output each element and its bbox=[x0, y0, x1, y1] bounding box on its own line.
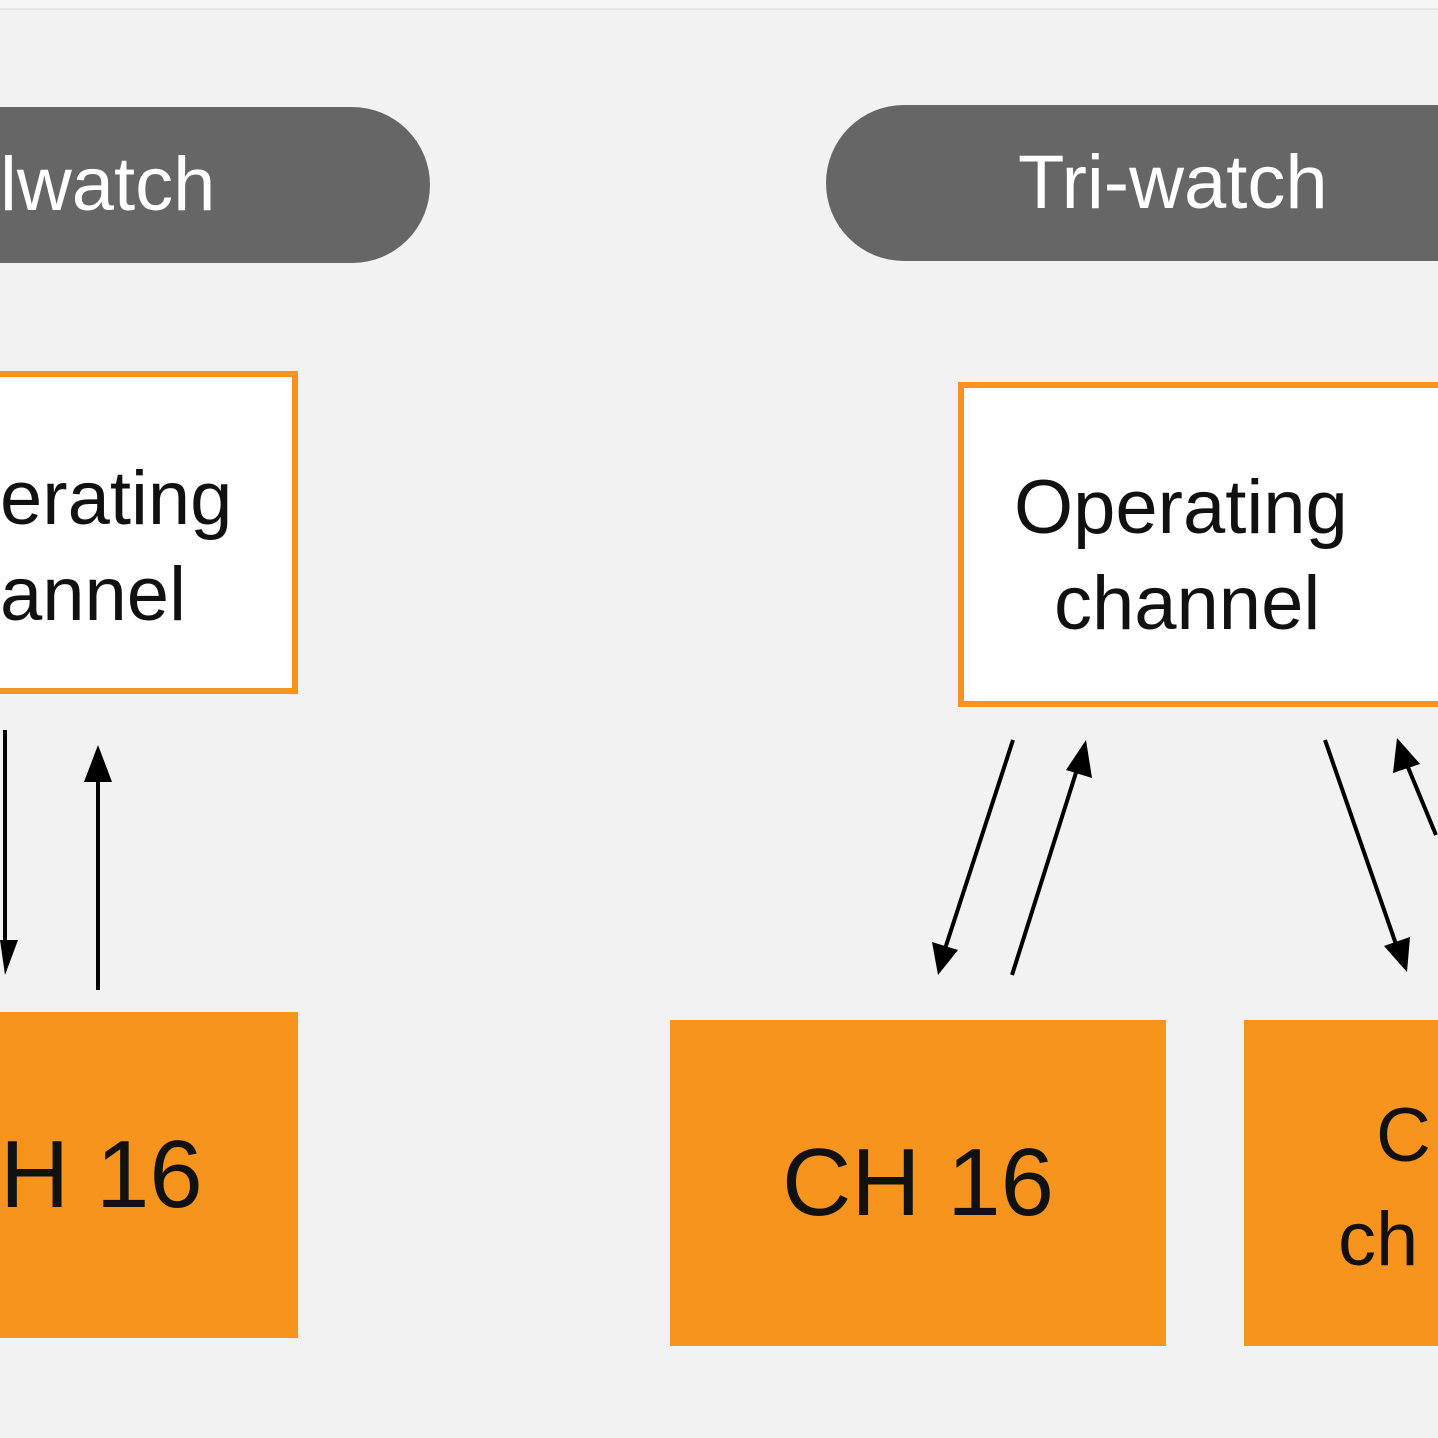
ch16-arrow-down bbox=[941, 739, 1015, 956]
right-operating-line1: Operating bbox=[1014, 465, 1348, 550]
second-channel-line2: ch bbox=[1338, 1197, 1419, 1282]
ch16-arrow-down-head bbox=[932, 942, 958, 975]
second-arrow-up-head bbox=[1393, 738, 1420, 773]
left-operating-channel-box: erating annel bbox=[0, 371, 298, 694]
left-operating-line1: erating bbox=[0, 456, 233, 541]
top-border bbox=[0, 0, 1438, 10]
dualwatch-header: lwatch bbox=[0, 107, 430, 263]
right-operating-line2: channel bbox=[1054, 561, 1321, 646]
right-ch16-box: CH 16 bbox=[670, 1020, 1166, 1346]
second-arrow-down-head bbox=[1384, 937, 1410, 972]
left-arrow-down-head bbox=[0, 940, 18, 975]
right-ch16-label: CH 16 bbox=[781, 1129, 1055, 1236]
second-arrow-up bbox=[1403, 759, 1438, 836]
triwatch-label: Tri-watch bbox=[1018, 140, 1328, 225]
triwatch-header: Tri-watch bbox=[826, 105, 1438, 261]
left-arrow-up-head bbox=[84, 745, 112, 782]
left-ch16-box: H 16 bbox=[0, 1012, 298, 1338]
second-arrow-down bbox=[1323, 739, 1400, 951]
second-channel-line1: C bbox=[1376, 1093, 1431, 1178]
ch16-arrow-up bbox=[1010, 759, 1082, 976]
ch16-arrow-up-head bbox=[1066, 740, 1092, 778]
right-operating-channel-box: Operating channel bbox=[958, 382, 1438, 707]
left-operating-line2: annel bbox=[0, 552, 186, 637]
left-ch16-label: H 16 bbox=[0, 1121, 203, 1228]
dualwatch-label: lwatch bbox=[0, 142, 216, 227]
right-second-channel-box: C ch bbox=[1244, 1020, 1438, 1346]
